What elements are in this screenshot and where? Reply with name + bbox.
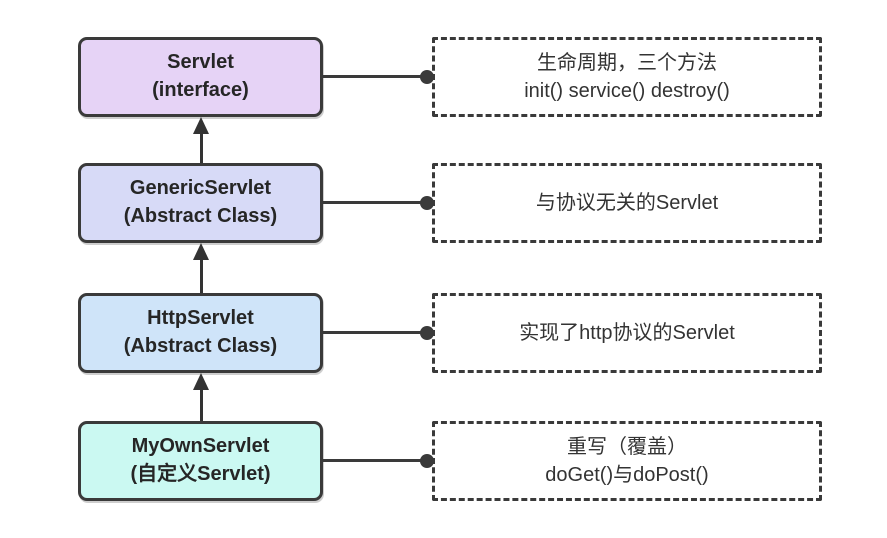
row-servlet: Servlet (interface) 生命周期，三个方法 init() ser… (0, 37, 887, 117)
row-httpservlet: HttpServlet (Abstract Class) 实现了http协议的S… (0, 293, 887, 373)
class-title: Servlet (167, 51, 234, 74)
arrow-head-icon (193, 243, 209, 260)
connector-dot (420, 70, 434, 84)
class-subtitle: (Abstract Class) (123, 205, 278, 227)
note-line: init() service() destroy() (524, 80, 730, 102)
note-box-httpservlet: 实现了http协议的Servlet (432, 293, 822, 373)
arrow-head-icon (193, 117, 209, 134)
arrow-shaft (199, 131, 203, 163)
class-title: MyOwnServlet (131, 435, 270, 458)
class-box-myownservlet: MyOwnServlet (自定义Servlet) (78, 421, 323, 501)
inheritance-arrow-up (193, 117, 209, 163)
connector-line (323, 201, 428, 204)
arrow-shaft (199, 257, 203, 293)
connector-line (323, 75, 428, 78)
note-line: 生命周期，三个方法 (537, 51, 717, 74)
class-subtitle: (Abstract Class) (123, 335, 278, 357)
class-subtitle: (interface) (152, 79, 249, 101)
note-line: 重写（覆盖） (567, 435, 687, 458)
note-line: 与协议无关的Servlet (535, 191, 719, 214)
row-genericservlet: GenericServlet (Abstract Class) 与协议无关的Se… (0, 163, 887, 243)
note-box-myownservlet: 重写（覆盖） doGet()与doPost() (432, 421, 822, 501)
class-box-servlet: Servlet (interface) (78, 37, 323, 117)
class-subtitle: (自定义Servlet) (130, 463, 271, 485)
class-box-genericservlet: GenericServlet (Abstract Class) (78, 163, 323, 243)
note-box-servlet: 生命周期，三个方法 init() service() destroy() (432, 37, 822, 117)
connector-dot (420, 326, 434, 340)
row-myownservlet: MyOwnServlet (自定义Servlet) 重写（覆盖） doGet()… (0, 421, 887, 501)
arrow-shaft (199, 387, 203, 421)
inheritance-arrow-up (193, 243, 209, 293)
note-line: doGet()与doPost() (545, 464, 709, 486)
connector-line (323, 459, 428, 462)
inheritance-arrow-up (193, 373, 209, 421)
note-line: 实现了http协议的Servlet (519, 321, 735, 344)
arrow-head-icon (193, 373, 209, 390)
connector-dot (420, 454, 434, 468)
connector-dot (420, 196, 434, 210)
class-title: GenericServlet (129, 177, 272, 200)
note-box-genericservlet: 与协议无关的Servlet (432, 163, 822, 243)
class-title: HttpServlet (147, 307, 254, 330)
connector-line (323, 331, 428, 334)
class-box-httpservlet: HttpServlet (Abstract Class) (78, 293, 323, 373)
